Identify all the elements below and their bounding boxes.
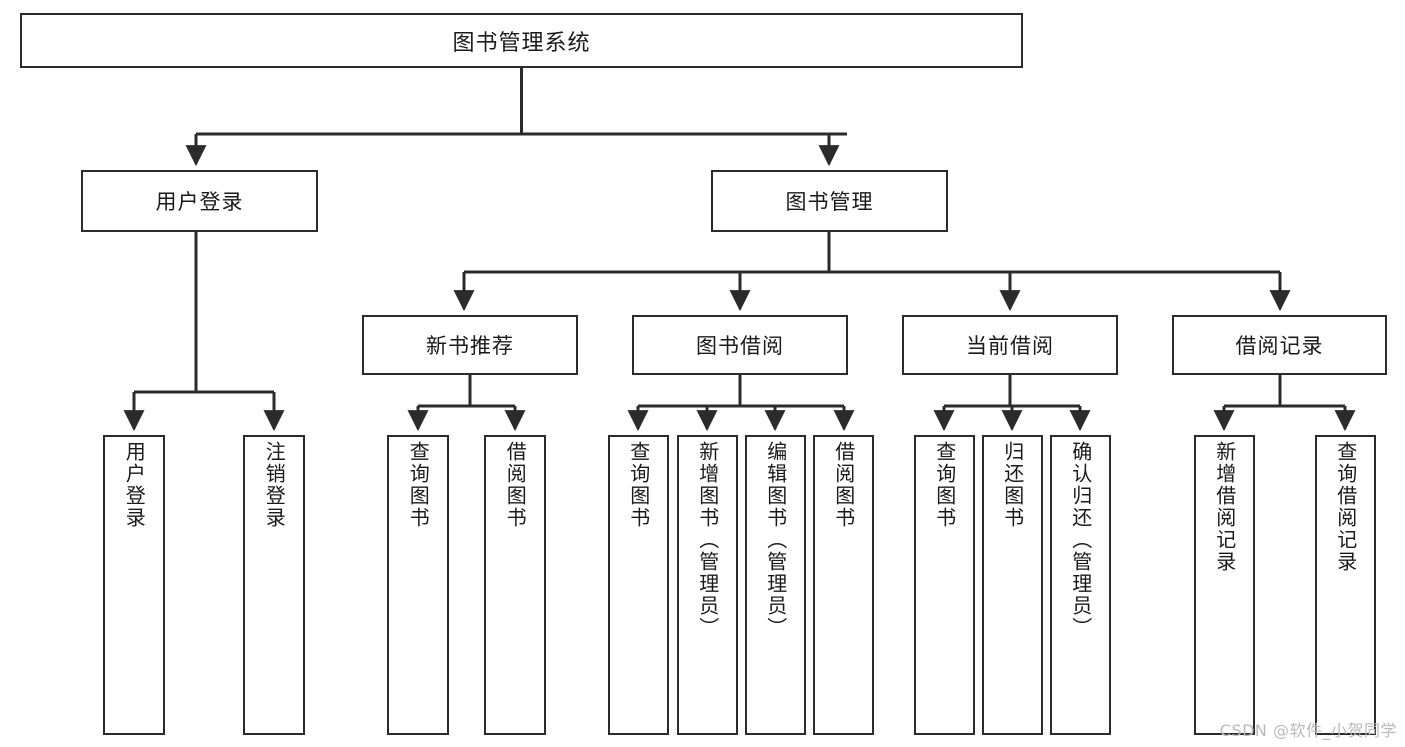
watermark: CSDN @软件_小贺同学 (1219, 721, 1397, 740)
node-leaf-borrow-book-new-label: 借阅图书 (503, 441, 528, 529)
node-leaf-user-logout[interactable]: 注销登录 (243, 435, 305, 735)
node-leaf-borrow-book-bb[interactable]: 借阅图书 (813, 435, 874, 735)
node-leaf-query-book-new[interactable]: 查询图书 (387, 435, 449, 735)
node-leaf-add-book-label: 新增图书（管理员） (695, 441, 720, 639)
node-leaf-return-book[interactable]: 归还图书 (982, 435, 1043, 735)
node-leaf-query-book-bb-label: 查询图书 (626, 441, 651, 529)
node-user-login-label: 用户登录 (155, 190, 244, 214)
node-book-borrow[interactable]: 图书借阅 (632, 315, 848, 375)
node-current-borrow-label: 当前借阅 (966, 334, 1054, 358)
node-current-borrow[interactable]: 当前借阅 (902, 315, 1118, 375)
node-leaf-user-login-label: 用户登录 (122, 441, 147, 529)
node-new-book-recommend-label: 新书推荐 (426, 334, 514, 358)
node-leaf-confirm-return-label: 确认归还（管理员） (1068, 441, 1093, 639)
node-borrow-record[interactable]: 借阅记录 (1172, 315, 1387, 375)
node-leaf-add-book[interactable]: 新增图书（管理员） (677, 435, 738, 735)
node-leaf-add-record[interactable]: 新增借阅记录 (1194, 435, 1255, 735)
node-leaf-edit-book-label: 编辑图书（管理员） (763, 441, 788, 639)
node-leaf-edit-book[interactable]: 编辑图书（管理员） (745, 435, 806, 735)
node-leaf-query-record-label: 查询借阅记录 (1333, 441, 1358, 573)
node-book-manage[interactable]: 图书管理 (711, 170, 948, 232)
node-leaf-query-record[interactable]: 查询借阅记录 (1315, 435, 1376, 735)
node-leaf-query-book-cb[interactable]: 查询图书 (914, 435, 975, 735)
node-leaf-borrow-book-bb-label: 借阅图书 (831, 441, 856, 529)
node-leaf-borrow-book-new[interactable]: 借阅图书 (484, 435, 546, 735)
node-leaf-return-book-label: 归还图书 (1000, 441, 1025, 529)
node-leaf-query-book-cb-label: 查询图书 (932, 441, 957, 529)
node-leaf-confirm-return[interactable]: 确认归还（管理员） (1050, 435, 1111, 735)
node-borrow-record-label: 借阅记录 (1235, 334, 1324, 358)
node-leaf-query-book-bb[interactable]: 查询图书 (608, 435, 669, 735)
node-root[interactable]: 图书管理系统 (20, 13, 1023, 68)
node-new-book-recommend[interactable]: 新书推荐 (362, 315, 578, 375)
node-root-label: 图书管理系统 (452, 30, 591, 56)
node-leaf-user-logout-label: 注销登录 (262, 441, 287, 529)
node-leaf-query-book-new-label: 查询图书 (406, 441, 431, 529)
node-book-borrow-label: 图书借阅 (696, 334, 784, 358)
node-user-login[interactable]: 用户登录 (81, 170, 318, 232)
node-book-manage-label: 图书管理 (785, 190, 874, 214)
node-leaf-add-record-label: 新增借阅记录 (1212, 441, 1237, 573)
node-leaf-user-login[interactable]: 用户登录 (103, 435, 165, 735)
